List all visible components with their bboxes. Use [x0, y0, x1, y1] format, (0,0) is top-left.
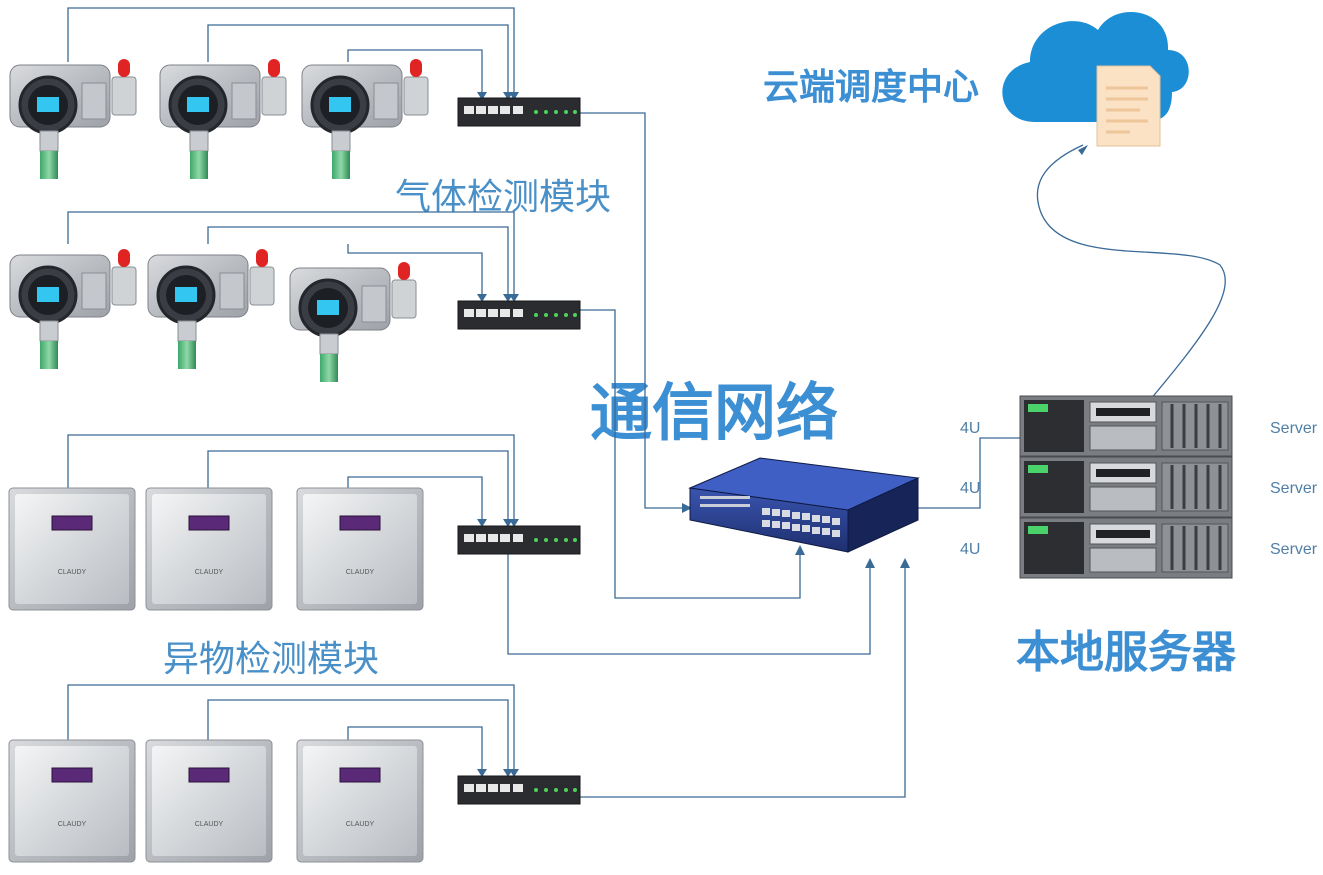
access-switch	[457, 300, 581, 330]
claudy-detector	[8, 739, 136, 863]
brand-text: CLAUDY	[58, 569, 87, 576]
server-name-label: Server	[1270, 420, 1318, 437]
server-name-label: Server	[1270, 480, 1318, 497]
server-unit	[1018, 394, 1234, 458]
foreign-detector-group-1	[8, 487, 424, 611]
server-size-label: 4U	[960, 420, 981, 437]
claudy-detector	[296, 487, 424, 611]
server-size-label: 4U	[960, 541, 981, 558]
brand-text: CLAUDY	[58, 821, 87, 828]
gas-module-label: 气体检测模块	[395, 177, 612, 218]
brand-text: CLAUDY	[346, 569, 375, 576]
gas-detector	[300, 57, 430, 181]
gas-detector	[8, 57, 138, 181]
cloud-center-label: 云端调度中心	[763, 67, 980, 108]
access-switch	[457, 97, 581, 127]
server-name-label: Server	[1270, 541, 1318, 558]
access-switch	[457, 525, 581, 555]
wire-arrowheads	[477, 92, 1088, 777]
server-unit	[1018, 455, 1234, 519]
server-unit	[1018, 516, 1234, 580]
brand-text: CLAUDY	[195, 821, 224, 828]
gas-detector	[146, 247, 276, 371]
claudy-detector	[145, 739, 273, 863]
gas-detector-group-2	[8, 247, 418, 384]
claudy-detector	[8, 487, 136, 611]
core-switch	[688, 457, 920, 553]
gas-detector	[288, 260, 418, 384]
brand-text: CLAUDY	[346, 821, 375, 828]
claudy-detector	[145, 487, 273, 611]
access-switch	[457, 775, 581, 805]
gas-detector	[8, 247, 138, 371]
document-icon	[1096, 65, 1161, 147]
server-rack	[1018, 394, 1234, 580]
gas-detector	[158, 57, 288, 181]
foreign-detector-group-2	[8, 739, 424, 863]
local-server-label: 本地服务器	[1016, 627, 1236, 678]
cloud-icon	[1002, 11, 1189, 123]
network-wires	[67, 7, 1226, 798]
claudy-detector	[296, 739, 424, 863]
server-size-label: 4U	[960, 480, 981, 497]
network-label: 通信网络	[590, 376, 839, 449]
gas-detector-group-1	[8, 57, 430, 181]
foreign-module-label: 异物检测模块	[163, 639, 380, 680]
brand-text: CLAUDY	[195, 569, 224, 576]
